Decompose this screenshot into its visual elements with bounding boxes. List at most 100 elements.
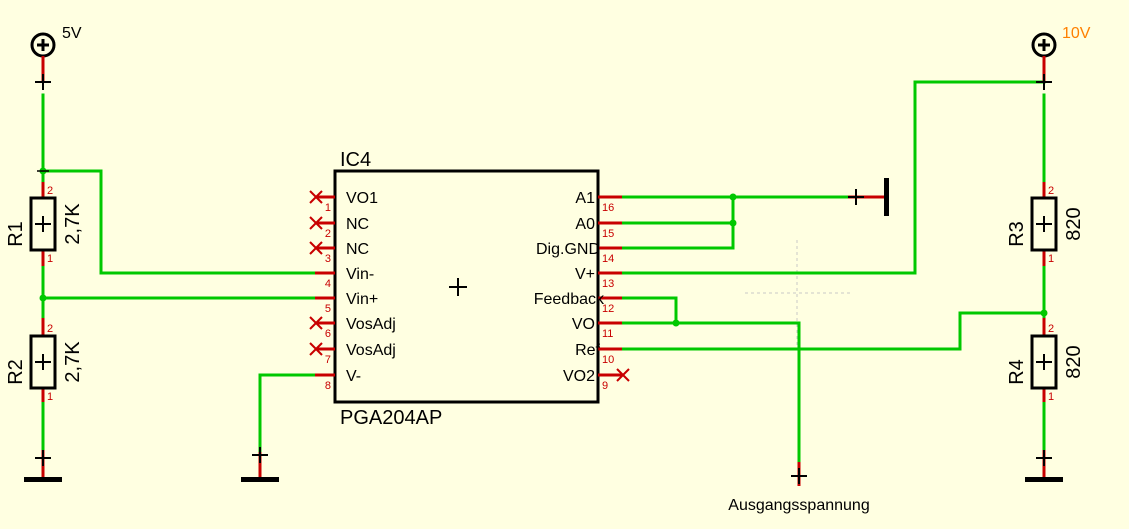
- ic-pin-7[interactable]: 7 VosAdj: [309, 342, 396, 366]
- resistor-pin-top: 2: [47, 185, 53, 197]
- ic-left-pins: 1 VO1 2 NC 3 NC 4 Vin- 5: [309, 190, 396, 392]
- resistor-name: R3: [1006, 221, 1028, 247]
- ground-bar-icon: [241, 477, 279, 482]
- ic-value: PGA204AP: [340, 407, 442, 429]
- ic-pin-label: A0: [575, 216, 595, 233]
- ic-pin-8[interactable]: 8 V-: [315, 368, 361, 392]
- ic-pin-number: 12: [602, 303, 614, 315]
- unconnected-x-icon: [309, 316, 323, 330]
- junction-dot: [729, 219, 737, 227]
- ic-pin-9[interactable]: 9 VO2: [563, 368, 630, 392]
- resistor-value: 820: [1063, 345, 1085, 378]
- ic-pin-number: 11: [602, 328, 613, 340]
- resistor-name: R2: [5, 359, 27, 385]
- ic-pin-label: V+: [575, 266, 595, 283]
- wire-vo-output[interactable]: [620, 321, 801, 464]
- ic-pin-11[interactable]: 11 VO: [572, 316, 622, 340]
- ic-pin-12[interactable]: 12 Feedback: [534, 291, 622, 315]
- ic-pin-number: 4: [325, 278, 331, 290]
- resistor-body: [1030, 334, 1058, 390]
- ic-pin-label: Vin+: [346, 291, 378, 308]
- resistor-r1[interactable]: 2 1 R1 2,7K: [5, 182, 84, 266]
- junctions: [39, 167, 1048, 327]
- resistor-pin-top: 2: [1048, 323, 1054, 335]
- resistor-pin-bottom: 1: [1048, 391, 1054, 403]
- ic-pin-label: VO: [572, 316, 595, 333]
- ic-pin-14[interactable]: 14 Dig.GND: [536, 241, 622, 265]
- output-port[interactable]: Ausgangsspannung: [728, 462, 870, 514]
- output-label: Ausgangsspannung: [728, 497, 869, 514]
- junction-dot: [39, 294, 47, 302]
- supply-5v[interactable]: 5V: [30, 25, 82, 90]
- ic-name: IC4: [340, 149, 371, 171]
- resistor-pin-top: 2: [47, 323, 53, 335]
- ic-pin-15[interactable]: 15 A0: [575, 216, 622, 240]
- wire-feedback-vo[interactable]: [620, 296, 678, 325]
- resistor-value: 820: [1063, 207, 1085, 240]
- junction-dot: [672, 319, 680, 327]
- ic-pin-number: 15: [602, 228, 614, 240]
- ic-pin-label: VosAdj: [346, 316, 396, 333]
- ic-origin-icon: [449, 278, 467, 296]
- ic-pin-2[interactable]: 2 NC: [309, 216, 369, 240]
- ic-pin-label: NC: [346, 241, 369, 258]
- ic-pin-number: 6: [325, 328, 331, 340]
- wires: [41, 80, 1046, 464]
- unconnected-x-icon: [309, 216, 323, 230]
- ic-pin-label: Vin-: [346, 266, 374, 283]
- ic-pin-1[interactable]: 1 VO1: [309, 190, 378, 214]
- ground-bar-icon: [1025, 477, 1063, 482]
- resistor-name: R1: [5, 221, 27, 247]
- ground-bar-icon: [884, 178, 889, 216]
- ic-pin-5[interactable]: 5 Vin+: [315, 291, 378, 315]
- ic-pin-13[interactable]: 13 V+: [575, 266, 622, 290]
- ic-pin-label: Feedback: [534, 291, 605, 308]
- ic-pga204ap[interactable]: IC4 PGA204AP 1 VO1 2 NC 3: [309, 149, 630, 429]
- resistor-body: [1030, 196, 1058, 252]
- supply-10v-label: 10V: [1062, 25, 1091, 42]
- resistor-value: 2,7K: [62, 203, 84, 245]
- ic-pin-number: 7: [325, 354, 331, 366]
- ic-right-pins: 16 A1 15 A0 14 Dig.GND 13 V+ 12 Feed: [534, 190, 630, 392]
- ic-pin-label: NC: [346, 216, 369, 233]
- ic-pin-label: V-: [346, 368, 361, 385]
- ic-pin-6[interactable]: 6 VosAdj: [309, 316, 396, 340]
- ic-pin-label: Ref: [575, 342, 600, 359]
- resistor-r4[interactable]: 2 1 R4 820: [1006, 318, 1085, 403]
- wire-ref-divider[interactable]: [620, 311, 1046, 351]
- ic-pin-number: 9: [602, 380, 608, 392]
- resistor-r2[interactable]: 2 1 R2 2,7K: [5, 318, 84, 403]
- ic-pin-16[interactable]: 16 A1: [575, 190, 622, 214]
- wire-r1-vinminus[interactable]: [41, 169, 337, 275]
- ic-pin-number: 10: [602, 354, 614, 366]
- supply-10v[interactable]: 10V: [1031, 25, 1091, 90]
- resistor-body: [29, 196, 57, 252]
- ground-r2[interactable]: [24, 450, 62, 482]
- ic-pin-4[interactable]: 4 Vin-: [315, 266, 374, 290]
- cursor-crosshair: [745, 240, 850, 350]
- ic-pin-number: 8: [325, 380, 331, 392]
- ic-pin-label: VO2: [563, 368, 595, 385]
- wire-a0[interactable]: [620, 195, 735, 225]
- resistor-value: 2,7K: [62, 341, 84, 383]
- wire-vminus-gnd[interactable]: [258, 373, 337, 454]
- ic-pin-number: 3: [325, 253, 331, 265]
- wire-dgnd[interactable]: [620, 221, 735, 250]
- ground-vminus[interactable]: [241, 447, 279, 482]
- ground-r4[interactable]: [1025, 450, 1063, 482]
- junction-dot: [1040, 309, 1048, 317]
- ic-pin-number: 2: [325, 228, 331, 240]
- resistor-pin-bottom: 1: [47, 253, 53, 265]
- ground-a1[interactable]: [848, 178, 889, 216]
- wire-vplus-10v[interactable]: [620, 80, 1046, 275]
- unconnected-x-icon: [309, 241, 323, 255]
- ic-pin-number: 13: [602, 278, 614, 290]
- unconnected-x-icon: [616, 368, 630, 382]
- ic-pin-label: VO1: [346, 190, 378, 207]
- ic-pin-number: 5: [325, 303, 331, 315]
- supply-5v-label: 5V: [62, 25, 82, 42]
- ic-pin-10[interactable]: 10 Ref: [575, 342, 622, 366]
- ic-pin-3[interactable]: 3 NC: [309, 241, 369, 265]
- resistor-r3[interactable]: 2 1 R3 820: [1006, 182, 1085, 266]
